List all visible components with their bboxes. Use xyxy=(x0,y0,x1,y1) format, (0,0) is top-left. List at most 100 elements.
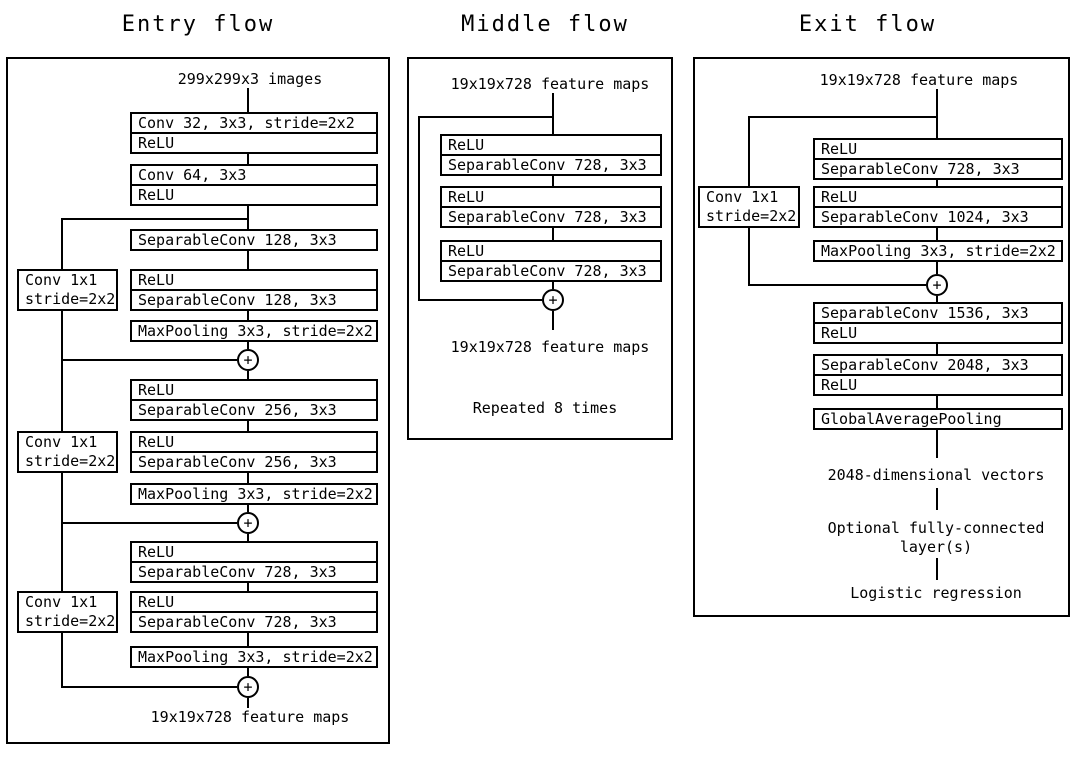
flow-connector xyxy=(247,473,249,483)
exit-input-label: 19x19x728 feature maps xyxy=(819,71,1019,89)
flow-connector xyxy=(247,583,249,591)
layer-label: SeparableConv 1024, 3x3 xyxy=(815,206,1061,226)
layer-label: SeparableConv 728, 3x3 xyxy=(442,260,660,280)
plus-icon: + xyxy=(243,513,253,532)
residual-connector xyxy=(61,686,237,688)
layer-label: Conv 32, 3x3, stride=2x2 xyxy=(138,114,355,132)
exit-merge-plus: + xyxy=(926,274,948,296)
flow-connector xyxy=(247,698,249,708)
layer-label: SeparableConv 728, 3x3 xyxy=(132,611,376,631)
exit-flow-title: Exit flow xyxy=(798,12,937,37)
flow-connector xyxy=(936,488,938,510)
middle-input-label: 19x19x728 feature maps xyxy=(450,75,650,93)
entry-skip-conv-box-1: Conv 1x1 stride=2x2 xyxy=(17,269,118,311)
layer-label: Conv 1x1 xyxy=(25,593,98,611)
flow-connector xyxy=(936,296,938,302)
residual-connector xyxy=(61,218,63,269)
flow-connector xyxy=(247,371,249,379)
flow-connector xyxy=(247,633,249,646)
plus-icon: + xyxy=(932,275,942,294)
layer-label: ReLU xyxy=(138,593,175,611)
residual-connector xyxy=(748,228,750,286)
exit-layer-box-sepconv1536: SeparableConv 1536, 3x3 ReLU xyxy=(813,302,1063,344)
layer-label: ReLU xyxy=(138,271,175,289)
entry-layer-box-sepconv256b: ReLU SeparableConv 256, 3x3 xyxy=(130,431,378,473)
exit-skip-conv-box: Conv 1x1 stride=2x2 xyxy=(698,186,800,228)
layer-label: ReLU xyxy=(448,242,485,260)
entry-layer-box-maxpool2: MaxPooling 3x3, stride=2x2 xyxy=(130,483,378,505)
entry-output-label: 19x19x728 feature maps xyxy=(150,708,350,726)
entry-layer-box-maxpool1: MaxPooling 3x3, stride=2x2 xyxy=(130,320,378,342)
layer-label: SeparableConv 728, 3x3 xyxy=(132,561,376,581)
flow-connector xyxy=(247,154,249,164)
residual-connector xyxy=(748,284,926,286)
layer-label: MaxPooling 3x3, stride=2x2 xyxy=(138,648,373,666)
layer-label: ReLU xyxy=(815,374,1061,394)
entry-layer-box-sepconv728b: ReLU SeparableConv 728, 3x3 xyxy=(130,591,378,633)
exit-logistic-label: Logistic regression xyxy=(850,584,1022,602)
middle-merge-plus: + xyxy=(542,289,564,311)
residual-connector xyxy=(61,473,63,591)
plus-icon: + xyxy=(243,350,253,369)
layer-label: MaxPooling 3x3, stride=2x2 xyxy=(138,485,373,503)
exit-vectors-label: 2048-dimensional vectors xyxy=(827,466,1045,484)
layer-label: SeparableConv 256, 3x3 xyxy=(132,451,376,471)
layer-label: ReLU xyxy=(138,381,175,399)
flow-connector xyxy=(247,421,249,431)
layer-label: Conv 1x1 xyxy=(706,188,779,206)
residual-connector xyxy=(61,633,63,688)
flow-connector xyxy=(247,505,249,512)
layer-label: SeparableConv 2048, 3x3 xyxy=(821,356,1029,374)
residual-connector xyxy=(418,116,420,301)
entry-layer-box-sepconv728a: ReLU SeparableConv 728, 3x3 xyxy=(130,541,378,583)
entry-input-label: 299x299x3 images xyxy=(177,70,323,88)
flow-connector xyxy=(552,93,554,134)
layer-label: SeparableConv 128, 3x3 xyxy=(138,231,337,249)
layer-label: Conv 1x1 xyxy=(25,271,98,289)
middle-layer-box-2: ReLU SeparableConv 728, 3x3 xyxy=(440,186,662,228)
layer-label: stride=2x2 xyxy=(25,612,116,630)
flow-connector xyxy=(936,344,938,354)
entry-merge-plus-1: + xyxy=(237,349,259,371)
flow-connector xyxy=(936,558,938,580)
residual-connector xyxy=(748,116,938,118)
entry-layer-box-maxpool3: MaxPooling 3x3, stride=2x2 xyxy=(130,646,378,668)
layer-label: stride=2x2 xyxy=(25,290,116,308)
layer-label: ReLU xyxy=(138,433,175,451)
flow-connector xyxy=(936,180,938,186)
flow-connector xyxy=(247,206,249,229)
layer-label: ReLU xyxy=(448,136,485,154)
middle-layer-box-3: ReLU SeparableConv 728, 3x3 xyxy=(440,240,662,282)
layer-label: stride=2x2 xyxy=(25,452,116,470)
entry-layer-box-conv64: Conv 64, 3x3 ReLU xyxy=(130,164,378,206)
layer-label: ReLU xyxy=(448,188,485,206)
layer-label: SeparableConv 728, 3x3 xyxy=(815,158,1061,178)
exit-layer-box-maxpool: MaxPooling 3x3, stride=2x2 xyxy=(813,240,1063,262)
flow-connector xyxy=(936,396,938,408)
exit-layer-box-globalavgpool: GlobalAveragePooling xyxy=(813,408,1063,430)
exit-fully-connected-label: Optional fully-connected layer(s) xyxy=(827,519,1045,556)
layer-label: SeparableConv 256, 3x3 xyxy=(132,399,376,419)
layer-label: ReLU xyxy=(821,188,858,206)
layer-label: GlobalAveragePooling xyxy=(821,410,1002,428)
flow-connector xyxy=(247,668,249,676)
flow-connector xyxy=(247,251,249,269)
residual-connector xyxy=(418,116,554,118)
residual-connector xyxy=(61,218,249,220)
layer-label: ReLU xyxy=(815,322,1061,342)
middle-output-label: 19x19x728 feature maps xyxy=(450,338,650,356)
flow-connector xyxy=(247,88,249,112)
plus-icon: + xyxy=(243,677,253,696)
flow-connector xyxy=(247,534,249,541)
entry-skip-conv-box-3: Conv 1x1 stride=2x2 xyxy=(17,591,118,633)
layer-label: MaxPooling 3x3, stride=2x2 xyxy=(138,322,373,340)
layer-label: ReLU xyxy=(138,543,175,561)
layer-label: Conv 64, 3x3 xyxy=(138,166,247,184)
flow-connector xyxy=(936,262,938,274)
entry-merge-plus-3: + xyxy=(237,676,259,698)
layer-label: SeparableConv 728, 3x3 xyxy=(442,154,660,174)
layer-label: SeparableConv 728, 3x3 xyxy=(442,206,660,226)
layer-label: ReLU xyxy=(821,140,858,158)
middle-layer-box-1: ReLU SeparableConv 728, 3x3 xyxy=(440,134,662,176)
entry-layer-box-conv32: Conv 32, 3x3, stride=2x2 ReLU xyxy=(130,112,378,154)
